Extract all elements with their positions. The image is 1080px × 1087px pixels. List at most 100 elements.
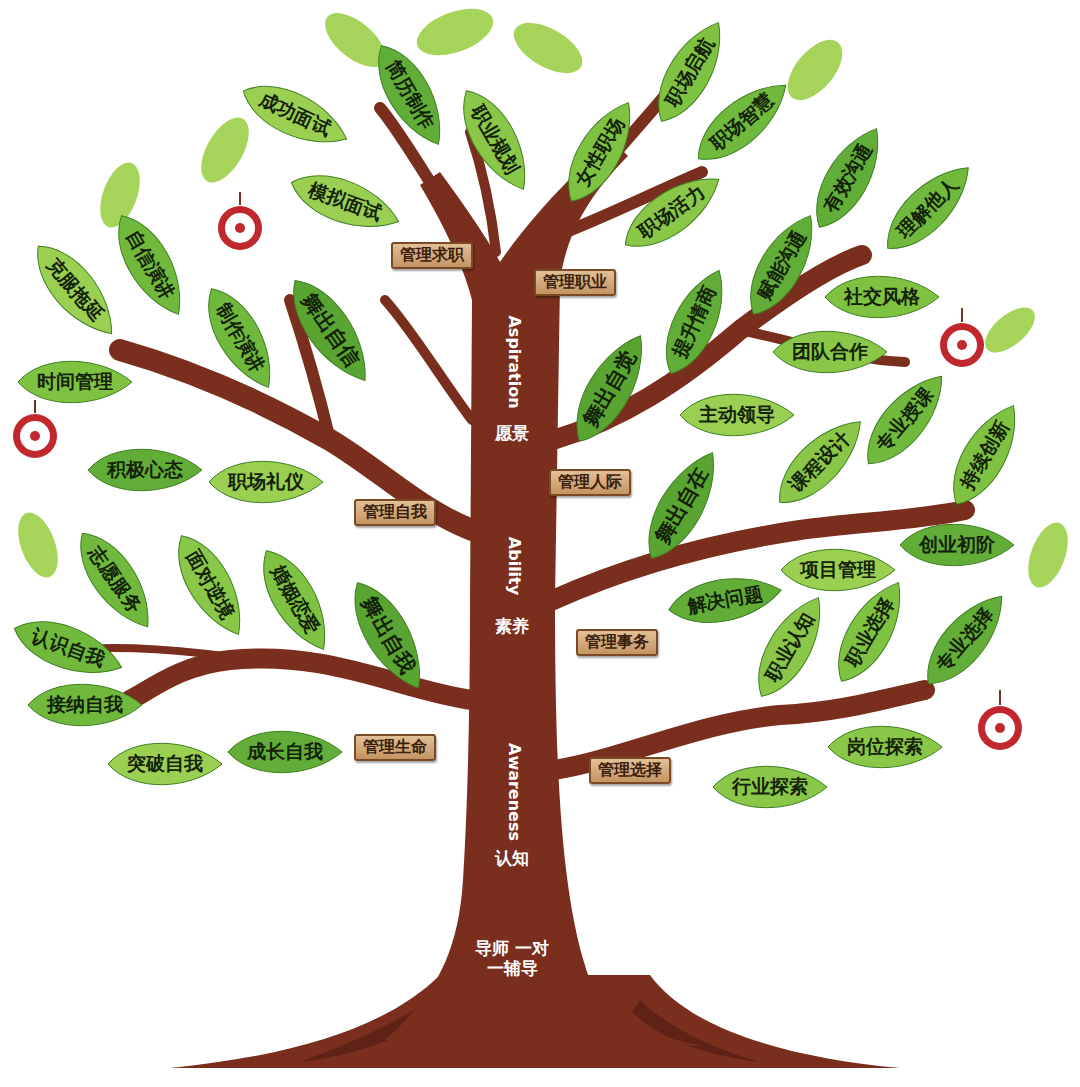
node-text: 项目管理 — [800, 559, 876, 581]
branch-sign: 管理事务 — [576, 629, 658, 656]
leaf-outline — [164, 525, 257, 644]
leaf-label: 时间管理 — [17, 359, 133, 405]
leaf-label: 主动领导 — [679, 392, 795, 438]
node-text: 积极心态 — [107, 459, 183, 481]
plain-leaves — [10, 0, 1075, 593]
leaf-outline — [339, 572, 437, 699]
leaf-outline — [680, 394, 794, 435]
leaf-outline — [685, 69, 799, 174]
leaf-outline — [825, 276, 939, 317]
leaf-label: 面对逆境 — [161, 523, 259, 646]
leaf-label: 行业探索 — [712, 764, 828, 810]
node-text: 管理自我 — [363, 503, 427, 521]
leaf-outline — [104, 205, 197, 324]
leaf-outline — [713, 766, 827, 807]
leaf-label: 舞出自信 — [275, 266, 385, 395]
leaf-label: 志愿服务 — [63, 519, 167, 640]
leaf-label: 舞出自我 — [337, 570, 440, 701]
leaf-outline — [22, 233, 127, 347]
leaf-outline — [744, 587, 837, 706]
leaf-label: 婚姻恋爱 — [246, 538, 344, 661]
leaf-outline — [912, 583, 1017, 697]
leaf-label: 理解他人 — [871, 151, 986, 266]
trunk-label: 素养 — [495, 616, 529, 636]
leaf-outline — [278, 268, 383, 392]
leaf-label: 积极心态 — [87, 447, 203, 493]
leaf-outline — [108, 743, 222, 784]
node-text: 管理人际 — [558, 473, 622, 491]
leaf-outline — [773, 331, 887, 372]
node-text: 管理求职 — [400, 246, 464, 264]
node-text: 岗位探索 — [847, 736, 923, 758]
leaf-outline — [284, 163, 405, 241]
node-text: 主动领导 — [699, 404, 775, 426]
leaf-outline — [900, 524, 1014, 565]
branch-sign: 管理职业 — [534, 269, 616, 296]
leaf-outline — [665, 570, 784, 631]
branch-sign: 管理生命 — [354, 734, 436, 761]
trunk-label: Aspiration — [504, 315, 523, 408]
trunk-label: 导师 一对一辅导 — [467, 938, 557, 979]
trunk — [385, 140, 705, 1046]
node-text: 团队合作 — [792, 341, 868, 363]
leaf-label: 成长自我 — [227, 729, 343, 775]
leaf-outline — [209, 461, 323, 502]
leaf-outline — [88, 449, 202, 490]
trunk-label: 认知 — [495, 848, 529, 868]
leaf-label: 女性职场 — [551, 90, 649, 213]
node-text: 行业探索 — [732, 776, 808, 798]
leaf-outline — [873, 153, 983, 263]
leaf-label: 持续创新 — [936, 393, 1034, 516]
node-text: 创业初阶 — [919, 534, 995, 556]
leaf-label: 成功面试 — [233, 70, 358, 161]
node-text: 突破自我 — [127, 753, 203, 775]
node-text: 接纳自我 — [47, 694, 123, 716]
leaf-outline — [28, 684, 142, 725]
leaf-outline — [781, 549, 895, 590]
leaf-label: 突破自我 — [107, 741, 223, 787]
node-text: 时间管理 — [37, 371, 113, 393]
leaf-label: 自信演讲 — [101, 203, 199, 326]
node-text: 管理事务 — [585, 633, 649, 651]
leaf-outline — [249, 540, 342, 659]
branch-sign: 管理求职 — [391, 242, 473, 269]
leaf-label: 提升情商 — [650, 260, 741, 385]
branch-sign: 管理人际 — [549, 469, 631, 496]
branch-sign: 管理选择 — [589, 757, 671, 784]
leaf-label: 职场礼仪 — [208, 459, 324, 505]
node-text: 成长自我 — [247, 741, 323, 763]
node-text: 职场礼仪 — [228, 471, 304, 493]
leaf-outline — [194, 278, 287, 397]
leaf-outline — [449, 80, 542, 199]
trunk-label: Ability — [504, 537, 523, 595]
leaf-label: 创业初阶 — [899, 522, 1015, 568]
trunk-label: 愿景 — [495, 423, 529, 443]
leaf-label: 社交风格 — [824, 274, 940, 320]
leaf-outline — [824, 572, 917, 691]
leaf-label: 职业规划 — [446, 78, 544, 201]
leaf-outline — [18, 361, 132, 402]
leaf-outline — [228, 731, 342, 772]
apple-badges — [13, 192, 1022, 750]
leaf-outline — [939, 395, 1032, 514]
leaf-outline — [736, 205, 829, 324]
leaf-label: 团队合作 — [772, 329, 888, 375]
leaf-label: 克服拖延 — [20, 231, 130, 349]
node-text: 管理职业 — [543, 273, 607, 291]
leaf-outline — [554, 92, 647, 211]
leaf-label: 接纳自我 — [27, 682, 143, 728]
leaf-outline — [235, 72, 356, 158]
leaf-outline — [652, 262, 738, 383]
leaf-outline — [802, 118, 895, 237]
node-text: 社交风格 — [844, 286, 920, 308]
leaf-label: 项目管理 — [780, 547, 896, 593]
leaf-label: 有效沟通 — [799, 116, 897, 239]
leaf-label: 模拟面试 — [283, 161, 408, 244]
leaf-outline — [765, 407, 875, 517]
leaf-label: 专业选择 — [910, 581, 1020, 699]
leaf-label: 岗位探索 — [827, 724, 943, 770]
leaf-label: 认识自我 — [6, 607, 131, 690]
leaf-label: 赋能沟通 — [733, 203, 831, 326]
leaf-label: 职场活力 — [611, 160, 732, 264]
